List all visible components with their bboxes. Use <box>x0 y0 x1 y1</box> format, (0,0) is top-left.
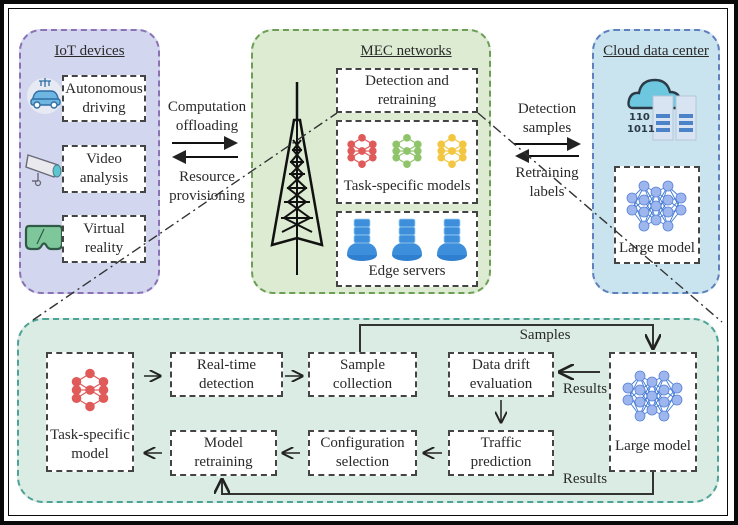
iot-item-video-analysis: Video analysis <box>62 145 146 193</box>
results-label-2: Results <box>562 471 608 487</box>
real-time-detection-box: Real-time detection <box>170 352 283 397</box>
samples-label: Samples <box>519 327 571 343</box>
task-models-icons <box>347 133 467 169</box>
network-node <box>646 376 658 388</box>
network-node <box>675 192 687 204</box>
network-node <box>662 194 674 206</box>
network-node <box>662 220 674 232</box>
network-node <box>634 370 646 382</box>
network-node <box>626 192 638 204</box>
iot-item-virtual-reality: Virtual reality <box>62 215 146 263</box>
cloud-title: Cloud data center <box>603 43 709 59</box>
computation-offloading-label: Computation offloading <box>167 99 247 134</box>
binary-text-2: 1011 <box>627 124 655 135</box>
network-node <box>638 206 650 218</box>
sample-collection-box: Sample collection <box>308 352 417 397</box>
network-node <box>650 214 662 226</box>
model-retraining-box: Model retraining <box>170 430 277 476</box>
flow-large-model-label: Large model <box>615 438 691 454</box>
task-specific-model-label: Task-specific model <box>50 427 130 462</box>
network-node <box>650 200 662 212</box>
network-node <box>638 180 650 192</box>
network-node <box>662 180 674 192</box>
task-model-icon-3 <box>437 133 467 169</box>
network-node <box>638 194 650 206</box>
cell-tower-icon <box>270 82 324 275</box>
retraining-labels-label: Retraining labels <box>515 165 579 200</box>
network-node <box>658 370 670 382</box>
inner-frame <box>8 8 728 516</box>
network-node <box>634 410 646 422</box>
network-node <box>638 220 650 232</box>
mec-title: MEC networks <box>360 43 452 59</box>
network-node <box>646 390 658 402</box>
edge-server-icon-2 <box>392 218 422 261</box>
network-node <box>634 384 646 396</box>
task-model-icon-1 <box>347 133 377 169</box>
detection-samples-label: Detection samples <box>517 101 577 136</box>
network-node <box>658 396 670 408</box>
binary-text-1: 110 <box>629 112 650 123</box>
task-model-network-icon <box>71 368 109 412</box>
network-node <box>671 382 683 394</box>
edge-server-icon-3 <box>437 218 467 261</box>
edge-server-icon-1 <box>347 218 377 261</box>
network-node <box>634 396 646 408</box>
car-icon <box>27 78 63 114</box>
network-node <box>671 394 683 406</box>
network-node <box>646 404 658 416</box>
network-node <box>675 204 687 216</box>
network-node <box>622 382 634 394</box>
camera-icon <box>25 154 62 187</box>
cloud-large-model-label: Large model <box>619 240 695 256</box>
results-label-1: Results <box>562 381 608 397</box>
large-model-network-icon <box>626 180 687 232</box>
resource-provisioning-label: Resource provisioning <box>169 169 245 204</box>
traffic-prediction-box: Traffic prediction <box>448 430 554 476</box>
configuration-selection-box: Configuration selection <box>308 430 417 476</box>
detection-and-retraining-box: Detection and retraining <box>336 68 478 113</box>
edge-server-icons <box>347 218 467 261</box>
network-node <box>626 204 638 216</box>
flow-large-model-network-icon <box>622 370 683 422</box>
iot-item-autonomous-driving: Autonomous driving <box>62 75 146 122</box>
data-drift-evaluation-box: Data drift evaluation <box>448 352 554 397</box>
network-node <box>622 394 634 406</box>
iot-title: IoT devices <box>54 43 125 59</box>
task-model-icon-2 <box>392 133 422 169</box>
task-specific-models-label: Task-specific models <box>343 178 471 194</box>
network-node <box>650 186 662 198</box>
cloud-server-icon: 110 1011 <box>627 78 697 141</box>
network-node <box>658 384 670 396</box>
task-model-icon <box>71 368 109 412</box>
network-node <box>658 410 670 422</box>
network-node <box>662 206 674 218</box>
edge-servers-label: Edge servers <box>368 263 446 279</box>
vr-headset-icon <box>24 224 64 251</box>
